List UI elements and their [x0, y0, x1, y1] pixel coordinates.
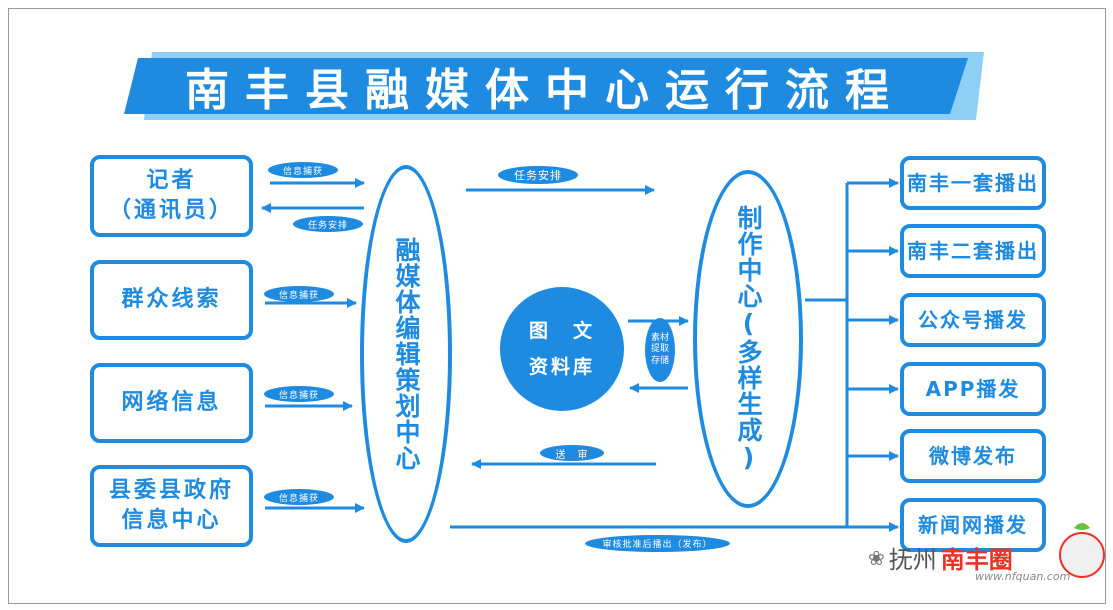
label-info-capture: 信息捕获 — [264, 286, 334, 302]
output-official-account: 公众号播发 — [900, 293, 1046, 347]
output-weibo: 微博发布 — [900, 429, 1046, 483]
database-line2: 资料库 — [528, 356, 595, 378]
store-line2: 提取 — [650, 344, 669, 355]
watermark: ❀ 抚州 南丰圈 — [868, 540, 1013, 575]
watermark-brand: 南丰圈 — [940, 546, 1013, 574]
title-band — [124, 58, 968, 114]
edit-center-label: 融媒体编辑策划中心 — [392, 237, 421, 471]
store-line1: 素材 — [650, 333, 669, 344]
source-gov-line1: 县委县政府 — [108, 478, 234, 504]
page-title: 南丰县融媒体中心运行流程 — [185, 65, 905, 116]
label-publish-after-review: 审核批准后播出（发布） — [585, 535, 730, 552]
watermark-url: www.nfquan.com — [975, 570, 1071, 583]
watermark-logo — [1059, 532, 1105, 578]
source-network-info: 网络信息 — [90, 363, 253, 443]
source-gov-info-center: 县委县政府 信息中心 — [90, 465, 253, 547]
source-public-tips-label: 群众线索 — [121, 287, 222, 313]
source-public-tips: 群众线索 — [90, 260, 253, 340]
production-center: 制作中心(多样生成) — [693, 170, 803, 508]
source-reporter-line1: 记者 — [146, 168, 197, 194]
label-send-review: 送 审 — [540, 445, 604, 461]
image-text-database: 图 文 资料库 — [500, 287, 624, 411]
label-info-capture: 信息捕获 — [264, 489, 334, 505]
output-channel-2: 南丰二套播出 — [900, 224, 1046, 278]
edit-planning-center: 融媒体编辑策划中心 — [360, 165, 452, 543]
store-line3: 存储 — [650, 355, 669, 366]
production-center-label: 制作中心(多样生成) — [734, 205, 763, 473]
label-info-capture: 信息捕获 — [264, 386, 334, 402]
output-app: APP播发 — [900, 362, 1046, 416]
output-channel-1: 南丰一套播出 — [900, 156, 1046, 210]
source-network-info-label: 网络信息 — [121, 390, 222, 416]
source-reporter-line2: （通讯员） — [108, 198, 234, 223]
label-info-capture: 信息捕获 — [268, 162, 338, 178]
database-line1: 图 文 — [528, 319, 595, 342]
source-gov-line2: 信息中心 — [121, 508, 222, 533]
watermark-prefix: 抚州 — [888, 546, 937, 574]
output-news-site: 新闻网播发 — [900, 498, 1046, 552]
wechat-icon: ❀ — [868, 545, 885, 570]
material-store-label: 素材 提取 存储 — [645, 318, 675, 382]
label-task-assign-back: 任务安排 — [293, 216, 363, 232]
label-task-assign: 任务安排 — [498, 166, 578, 184]
source-reporter: 记者 （通讯员） — [90, 155, 253, 237]
